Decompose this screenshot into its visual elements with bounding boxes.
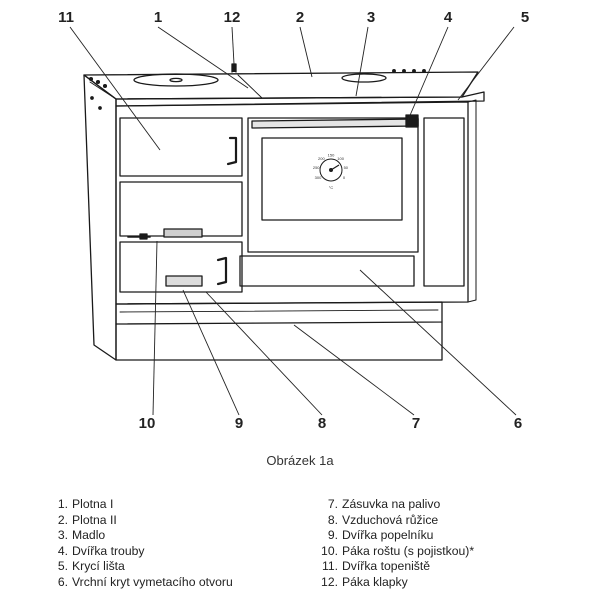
stove-front <box>115 101 469 305</box>
oven-door <box>247 117 419 253</box>
legend-left: 1.Plotna I 2.Plotna II 3.Madlo 4.Dvířka … <box>48 497 233 591</box>
oven-window <box>261 137 403 221</box>
hot-plate-1 <box>133 73 219 87</box>
ash-pan-door <box>119 241 243 293</box>
dial-mark: °C <box>329 185 334 190</box>
callout-9: 9 <box>235 415 243 432</box>
callout-3: 3 <box>367 9 375 26</box>
callout-12: 12 <box>224 9 241 26</box>
damper-lever <box>231 63 237 73</box>
dial-mark: 200 <box>318 156 325 161</box>
stove-left-side <box>83 74 117 361</box>
legend-item: 5.Krycí lišta <box>57 559 125 574</box>
callout-10: 10 <box>139 415 156 432</box>
callout-8: 8 <box>318 415 326 432</box>
dial-mark: 100 <box>337 156 344 161</box>
legend-item: 12.Páka klapky <box>321 574 408 589</box>
callout-5: 5 <box>521 9 529 26</box>
callout-7: 7 <box>412 415 420 432</box>
callout-4: 4 <box>444 9 453 26</box>
legend-item: 10.Páka roštu (s pojistkou)* <box>321 543 475 558</box>
callout-2: 2 <box>296 9 304 26</box>
legend-item: 6.Vrchní kryt vymetacího otvoru <box>57 574 233 589</box>
legend-item: 3.Madlo <box>57 528 106 543</box>
dial-mark: 300 <box>315 175 322 180</box>
dial-mark: 50 <box>344 165 349 170</box>
legend-right: 7.Zásuvka na palivo 8.Vzduchová růžice 9… <box>316 497 474 591</box>
dial-mark: 250 <box>313 165 320 170</box>
legend-item: 11.Dvířka topeniště <box>321 559 431 574</box>
legend-item: 7.Zásuvka na palivo <box>327 497 441 511</box>
callout-6: 6 <box>514 415 522 432</box>
oven-handle <box>251 118 419 129</box>
figure-caption: Obrázek 1a <box>266 453 334 468</box>
legend-item: 1.Plotna I <box>57 497 114 511</box>
stove-plinth <box>115 301 443 325</box>
legend-item: 8.Vzduchová růžice <box>327 512 439 527</box>
callout-11: 11 <box>58 9 74 26</box>
legend-item: 4.Dvířka trouby <box>57 543 145 558</box>
dial-mark: 150 <box>328 153 335 158</box>
dial-mark: 0 <box>343 175 346 180</box>
grate-panel <box>119 181 243 237</box>
callout-1: 1 <box>154 9 162 26</box>
legend-item: 9.Dvířka popelníku <box>327 528 434 543</box>
air-rosette <box>163 228 203 238</box>
hot-plate-2 <box>341 73 387 83</box>
cleaning-cover <box>239 255 415 287</box>
firebox-door <box>119 117 243 177</box>
legend-item: 2.Plotna II <box>57 512 117 527</box>
